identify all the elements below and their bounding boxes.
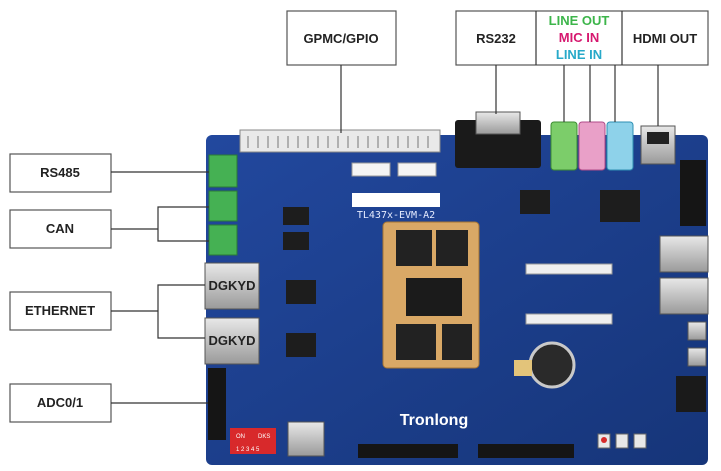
dip-switch (230, 428, 276, 454)
bottom-header-1 (358, 444, 458, 458)
dip-switch-label-2: DKS (258, 434, 270, 440)
hdmi-port-opening (647, 132, 669, 144)
dip-switch-label: ON (236, 434, 245, 440)
adc-callout (9, 383, 112, 423)
board-model: TL437x-EVM-A2 (357, 210, 435, 221)
gpmc-header-connector (239, 129, 441, 153)
som-chip-2 (436, 230, 468, 266)
ic-chip-b (283, 232, 309, 250)
usb-port-bottom (659, 277, 709, 315)
gpmc-gpio-callout (286, 10, 397, 66)
push-button-3 (633, 433, 647, 449)
top-callout-group (455, 10, 709, 66)
rs485-terminal (208, 154, 238, 188)
line-in-jack (606, 121, 634, 171)
adc-label: ADC0/1 (37, 395, 83, 410)
som-chip-1 (396, 230, 432, 266)
rs485-label: RS485 (40, 165, 80, 180)
can-terminal-2 (208, 224, 238, 256)
can-label: CAN (46, 221, 74, 236)
lcd-connector-1 (525, 263, 613, 275)
mic-in-jack (578, 121, 606, 171)
mic-in-label: MIC IN (559, 30, 599, 45)
ethernet-label: ETHERNET (25, 303, 95, 318)
line-out-jack (550, 121, 578, 171)
push-button-2 (615, 433, 629, 449)
uart-connector-1 (351, 162, 391, 177)
ethernet-port-2 (204, 317, 260, 365)
ic-chip-e (600, 190, 640, 222)
rj45-brand-1: DGKYD (209, 278, 256, 293)
gpmc-gpio-label: GPMC/GPIO (303, 31, 378, 46)
ethernet-port-1 (204, 262, 260, 310)
can-terminal-1 (208, 190, 238, 222)
lcd-connector-2 (525, 313, 613, 325)
hdmi-connector (640, 125, 676, 165)
ethernet-leader-bracket (157, 284, 205, 339)
som-chip-3 (406, 278, 462, 316)
model-label-plate (352, 193, 440, 207)
hdmi-out-label: HDMI OUT (633, 31, 697, 46)
ic-chip-d (286, 333, 316, 357)
rj45-brand-2: DGKYD (209, 333, 256, 348)
brand-logo: Tronlong (400, 412, 468, 429)
right-header (680, 160, 706, 226)
rs232-db9-shell (475, 111, 521, 135)
gpmc-header-pins (247, 136, 429, 148)
dc-power-jack (676, 376, 706, 412)
line-out-label: LINE OUT (549, 13, 610, 28)
rs232-label: RS232 (476, 31, 516, 46)
micro-usb-2 (687, 347, 707, 367)
red-button (601, 437, 607, 443)
micro-usb-1 (687, 321, 707, 341)
line-in-label: LINE IN (556, 47, 602, 62)
can-leader-bracket (157, 206, 209, 242)
adc-header (208, 368, 226, 440)
ethernet-callout (9, 291, 112, 331)
som-chip-4 (396, 324, 436, 360)
bottom-header-2 (478, 444, 574, 458)
uart-connector-2 (397, 162, 437, 177)
som-chip-5 (442, 324, 472, 360)
ic-chip-a (283, 207, 309, 225)
can-callout (9, 209, 112, 249)
ic-chip-f (520, 190, 550, 214)
coin-battery (528, 341, 576, 389)
rs485-callout (9, 153, 112, 193)
dip-switch-numbers: 1 2 3 4 5 (236, 447, 260, 453)
usb-port-top (659, 235, 709, 273)
sd-card-slot (287, 421, 325, 457)
battery-holder (514, 360, 532, 376)
ic-chip-c (286, 280, 316, 304)
